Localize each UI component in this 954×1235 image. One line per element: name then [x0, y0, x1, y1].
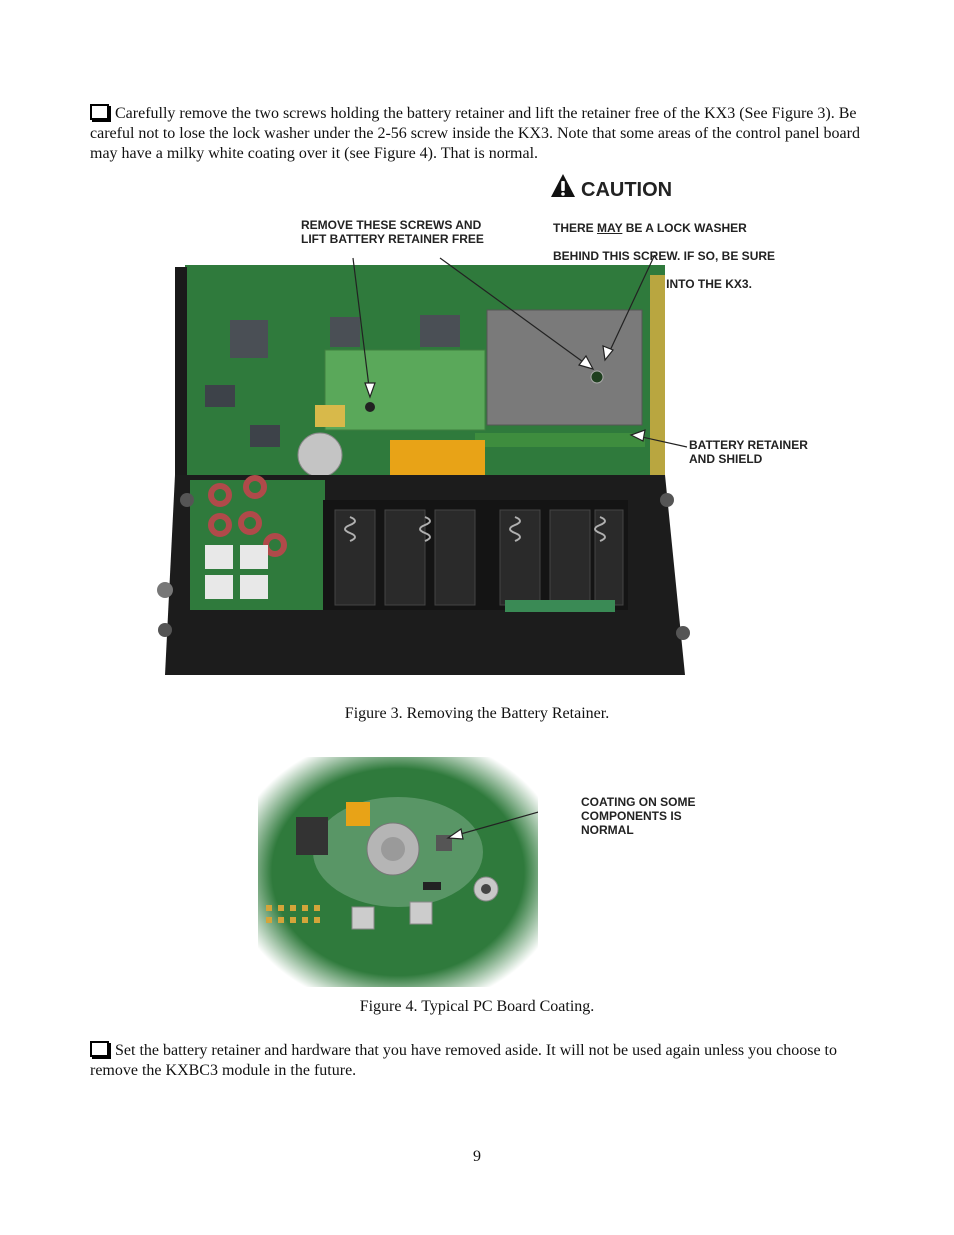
warning-icon [551, 174, 575, 197]
caution-heading: CAUTION [549, 172, 672, 204]
callout-remove-screws: REMOVE THESE SCREWS AND LIFT BATTERY RET… [301, 218, 484, 246]
figure-4-photo [258, 757, 538, 987]
callout-battery-retainer: BATTERY RETAINER AND SHIELD [689, 438, 808, 466]
caution-title: CAUTION [581, 179, 673, 201]
callout-coating: COATING ON SOME COMPONENTS IS NORMAL [581, 795, 696, 837]
figure-4-caption: Figure 4. Typical PC Board Coating. [359, 998, 595, 1015]
shield-plate [324, 349, 486, 431]
chip [420, 315, 460, 347]
chip [330, 317, 360, 347]
page-number: 9 [473, 1148, 481, 1165]
step-1-paragraph: Carefully remove the two screws holding … [90, 104, 860, 164]
step-1-text: Carefully remove the two screws holding … [90, 105, 860, 162]
metal-shield [486, 309, 643, 426]
chip [296, 817, 328, 855]
step-2-checkbox[interactable] [90, 1041, 109, 1057]
step-2-text: Set the battery retainer and hardware th… [90, 1042, 837, 1079]
step-2-paragraph: Set the battery retainer and hardware th… [90, 1041, 860, 1081]
chip [230, 320, 268, 358]
figure-3-caption: Figure 3. Removing the Battery Retainer. [344, 705, 610, 722]
step-1-checkbox[interactable] [90, 104, 109, 120]
figure-3-photo [157, 255, 690, 675]
